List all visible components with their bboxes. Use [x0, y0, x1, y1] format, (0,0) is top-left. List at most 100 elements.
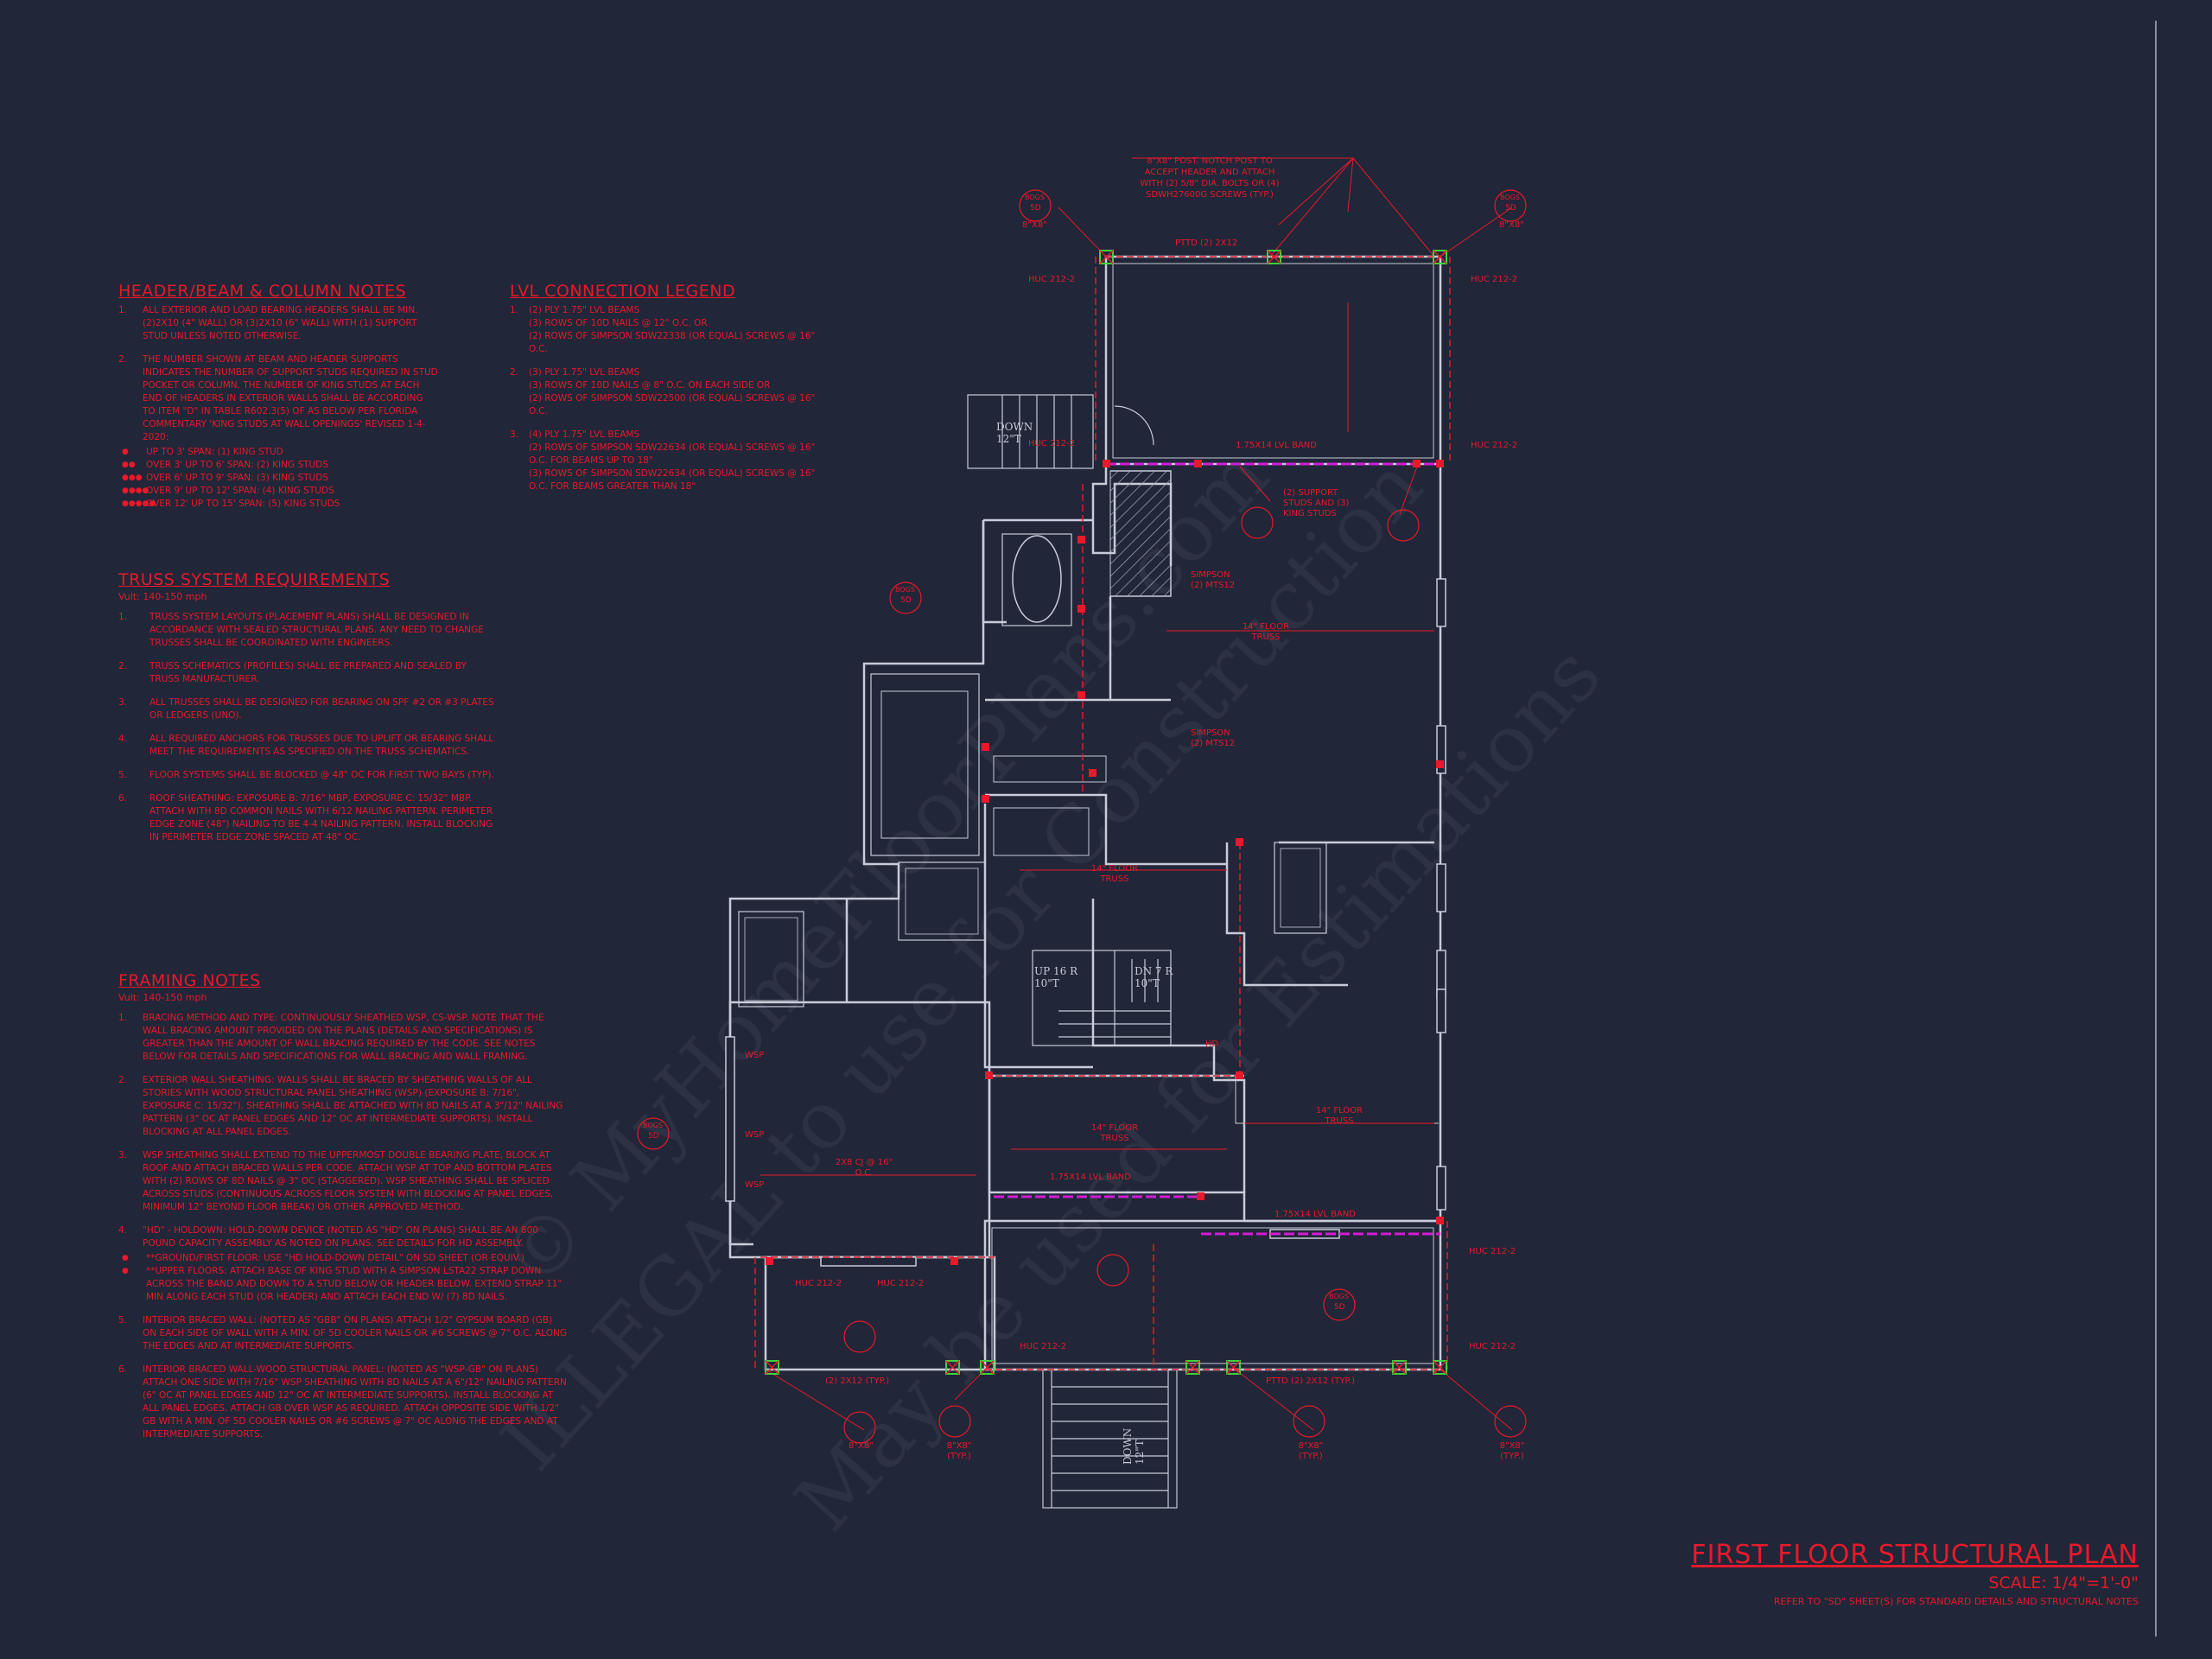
post-marker [980, 1360, 995, 1375]
pttd-bottom-label: PTTD (2) 2x12 (TYP.) [1266, 1376, 1356, 1386]
detail-callout [637, 1117, 670, 1150]
note-item: 4."HD" - HOLDOWN: HOLD-DOWN DEVICE (NOTE… [118, 1225, 538, 1249]
lvl-band-label: 1.75x14 LVL BAND [1050, 1173, 1131, 1182]
dn-stair-label: DN 7 R 10"T [1135, 965, 1173, 989]
detail-ref: 5D [900, 596, 912, 605]
detail-no: BOGS [1500, 194, 1520, 201]
header-beam-notes: HEADER/BEAM & COLUMN NOTES 1.ALL EXTERIO… [118, 282, 438, 511]
huc-label: HUC 212-2 [1028, 439, 1076, 448]
down-stair-top-label: DOWN 12"T [996, 421, 1033, 445]
post-marker [1226, 1360, 1241, 1375]
post-note: 8"x8" POST. NOTCH POST TO ACCEPT HEADER … [1140, 156, 1280, 200]
note-bullet: ●●OVER 3' UP TO 6' SPAN: (2) KING STUDS [122, 460, 328, 470]
note-item: 3.WSP SHEATHING SHALL EXTEND TO THE UPPE… [118, 1150, 554, 1212]
note-item: 3.ALL TRUSSES SHALL BE DESIGNED FOR BEAR… [118, 697, 494, 721]
huc-label: HUC 212-2 [1020, 1342, 1067, 1351]
note-item: 2.THE NUMBER SHOWN AT BEAM AND HEADER SU… [118, 354, 438, 442]
note-item: 2.TRUSS SCHEMATICS (PROFILES) SHALL BE P… [118, 661, 467, 684]
post-note-leader [1132, 157, 1355, 226]
post-marker [1185, 1360, 1200, 1375]
note-bullet: ●●●OVER 6' UP TO 9' SPAN: (3) KING STUDS [122, 473, 328, 483]
detail-callout [889, 582, 922, 614]
post-label: 8"x8" [1022, 220, 1047, 230]
framing-notes-subtitle: Vult: 140-150 mph [118, 992, 207, 1003]
note-item: 1.ALL EXTERIOR AND LOAD BEARING HEADERS … [118, 305, 418, 341]
huc-label: HUC 212-2 [1469, 1247, 1516, 1256]
drawing-title: FIRST FLOOR STRUCTURAL PLAN [1691, 1540, 2139, 1570]
legend-group: 3.(4) PLY 1.75" LVL BEAMS(2) ROWS OF SIM… [510, 429, 816, 492]
lvl-band-label: 1.75x14 LVL BAND [1236, 441, 1317, 450]
post-typ-label: 8"x8" (TYP.) [1499, 1441, 1525, 1461]
note-bullet: ●**GROUND/FIRST FLOOR: USE "HD HOLD-DOWN… [122, 1253, 525, 1263]
huc-label: HUC 212-2 [1471, 275, 1518, 284]
floor-truss-label: 14" FLOOR TRUSS [1090, 864, 1139, 884]
floor-truss-label: 14" FLOOR TRUSS [1242, 622, 1290, 642]
note-item: 2.EXTERIOR WALL SHEATHING: WALLS SHALL B… [118, 1075, 563, 1137]
detail-callout [1387, 509, 1420, 542]
detail-no: BOGS [1025, 194, 1045, 201]
note-item: 1.TRUSS SYSTEM LAYOUTS (PLACEMENT PLANS)… [118, 612, 484, 648]
lvl-connection-legend: LVL CONNECTION LEGEND 1.(2) PLY 1.75" LV… [510, 282, 830, 504]
cj-label: 2x8 CJ @ 16" O.C. [835, 1158, 893, 1178]
post-typ-label: 8"x8" (TYP.) [1298, 1441, 1324, 1461]
floor-truss-label: 14" FLOOR TRUSS [1090, 1123, 1139, 1143]
note-item: 6.ROOF SHEATHING: EXPOSURE B: 7/16" MBP,… [118, 793, 493, 842]
note-bullet: ●●●●OVER 9' UP TO 12' SPAN: (4) KING STU… [122, 486, 334, 496]
pt-bottom-left-label: (2) 2x12 (TYP.) [825, 1376, 890, 1386]
header-beam-notes-title: HEADER/BEAM & COLUMN NOTES [118, 282, 407, 301]
detail-no: BOGS [643, 1122, 663, 1129]
note-item: 5.FLOOR SYSTEMS SHALL BE BLOCKED @ 48" O… [118, 770, 494, 780]
post-label: 8"x8" [849, 1441, 874, 1451]
post-marker [765, 1360, 779, 1375]
post-marker [1433, 1360, 1447, 1375]
post-marker [1099, 250, 1114, 264]
truss-notes-subtitle: Vult: 140-150 mph [118, 591, 207, 602]
note-item: 5.INTERIOR BRACED WALL: (NOTED AS "GBB" … [118, 1315, 567, 1351]
detail-ref: 5D [648, 1132, 659, 1141]
simpson-label: SIMPSON (2) MTS12 [1191, 728, 1236, 748]
down-stair-bottom-label: DOWN 12"T [1122, 1427, 1146, 1465]
detail-callout [1293, 1405, 1325, 1438]
note-item: 4.ALL REQUIRED ANCHORS FOR TRUSSES DUE T… [118, 734, 494, 757]
note-bullet: ●**UPPER FLOORS: ATTACH BASE OF KING STU… [122, 1266, 563, 1302]
huc-label: HUC 212-2 [795, 1279, 842, 1288]
detail-callout [1494, 189, 1527, 222]
detail-callouts [637, 189, 1527, 1444]
support-studs-label: (2) SUPPORT STUDS AND (3) KING STUDS [1283, 488, 1350, 518]
post-marker [1267, 250, 1281, 264]
detail-callout [843, 1411, 876, 1444]
title-block: FIRST FLOOR STRUCTURAL PLAN SCALE: 1/4"=… [1691, 1540, 2139, 1607]
legend-group: 2.(3) PLY 1.75" LVL BEAMS(3) ROWS OF 10d… [510, 367, 816, 416]
note-item: 1.BRACING METHOD AND TYPE: CONTINUOUSLY … [118, 1013, 544, 1062]
detail-callout [1096, 1254, 1129, 1287]
detail-ref: 5D [1030, 204, 1041, 213]
wsp-label: WSP [745, 1130, 765, 1140]
huc-label: HUC 212-2 [1469, 1342, 1516, 1351]
post-label: 8"x8" [1499, 220, 1524, 230]
detail-callout [843, 1320, 876, 1353]
note-item: 6.INTERIOR BRACED WALL-WOOD STRUCTURAL P… [118, 1364, 567, 1440]
huc-label: HUC 212-2 [877, 1279, 925, 1288]
post-marker [1433, 250, 1447, 264]
huc-label: HUC 212-2 [1471, 441, 1518, 450]
detail-ref: 5D [1505, 204, 1516, 213]
hd-label: HD [1205, 1039, 1219, 1049]
detail-callout [1323, 1288, 1356, 1321]
leaders [760, 157, 1513, 1431]
note-bullet: ●UP TO 3' SPAN: (1) KING STUD [122, 447, 283, 457]
detail-callout [1241, 506, 1274, 539]
drawing-reference: REFER TO "SD" SHEET(S) FOR STANDARD DETA… [1773, 1596, 2139, 1607]
floor-truss-label: 14" FLOOR TRUSS [1315, 1106, 1363, 1126]
drawing-scale: SCALE: 1/4"=1'-0" [1988, 1573, 2139, 1592]
detail-callout [1494, 1405, 1527, 1438]
wsp-label: WSP [745, 1051, 765, 1060]
note-bullet: ●●●●●OVER 12' UP TO 15' SPAN: (5) KING S… [122, 499, 340, 509]
wsp-label: WSP [745, 1180, 765, 1190]
legend-group: 1.(2) PLY 1.75" LVL BEAMS(3) ROWS OF 10d… [510, 305, 816, 354]
post-typ-label: 8"x8" (TYP.) [946, 1441, 972, 1461]
lvl-legend-title: LVL CONNECTION LEGEND [510, 282, 736, 301]
post-marker [1392, 1360, 1407, 1375]
